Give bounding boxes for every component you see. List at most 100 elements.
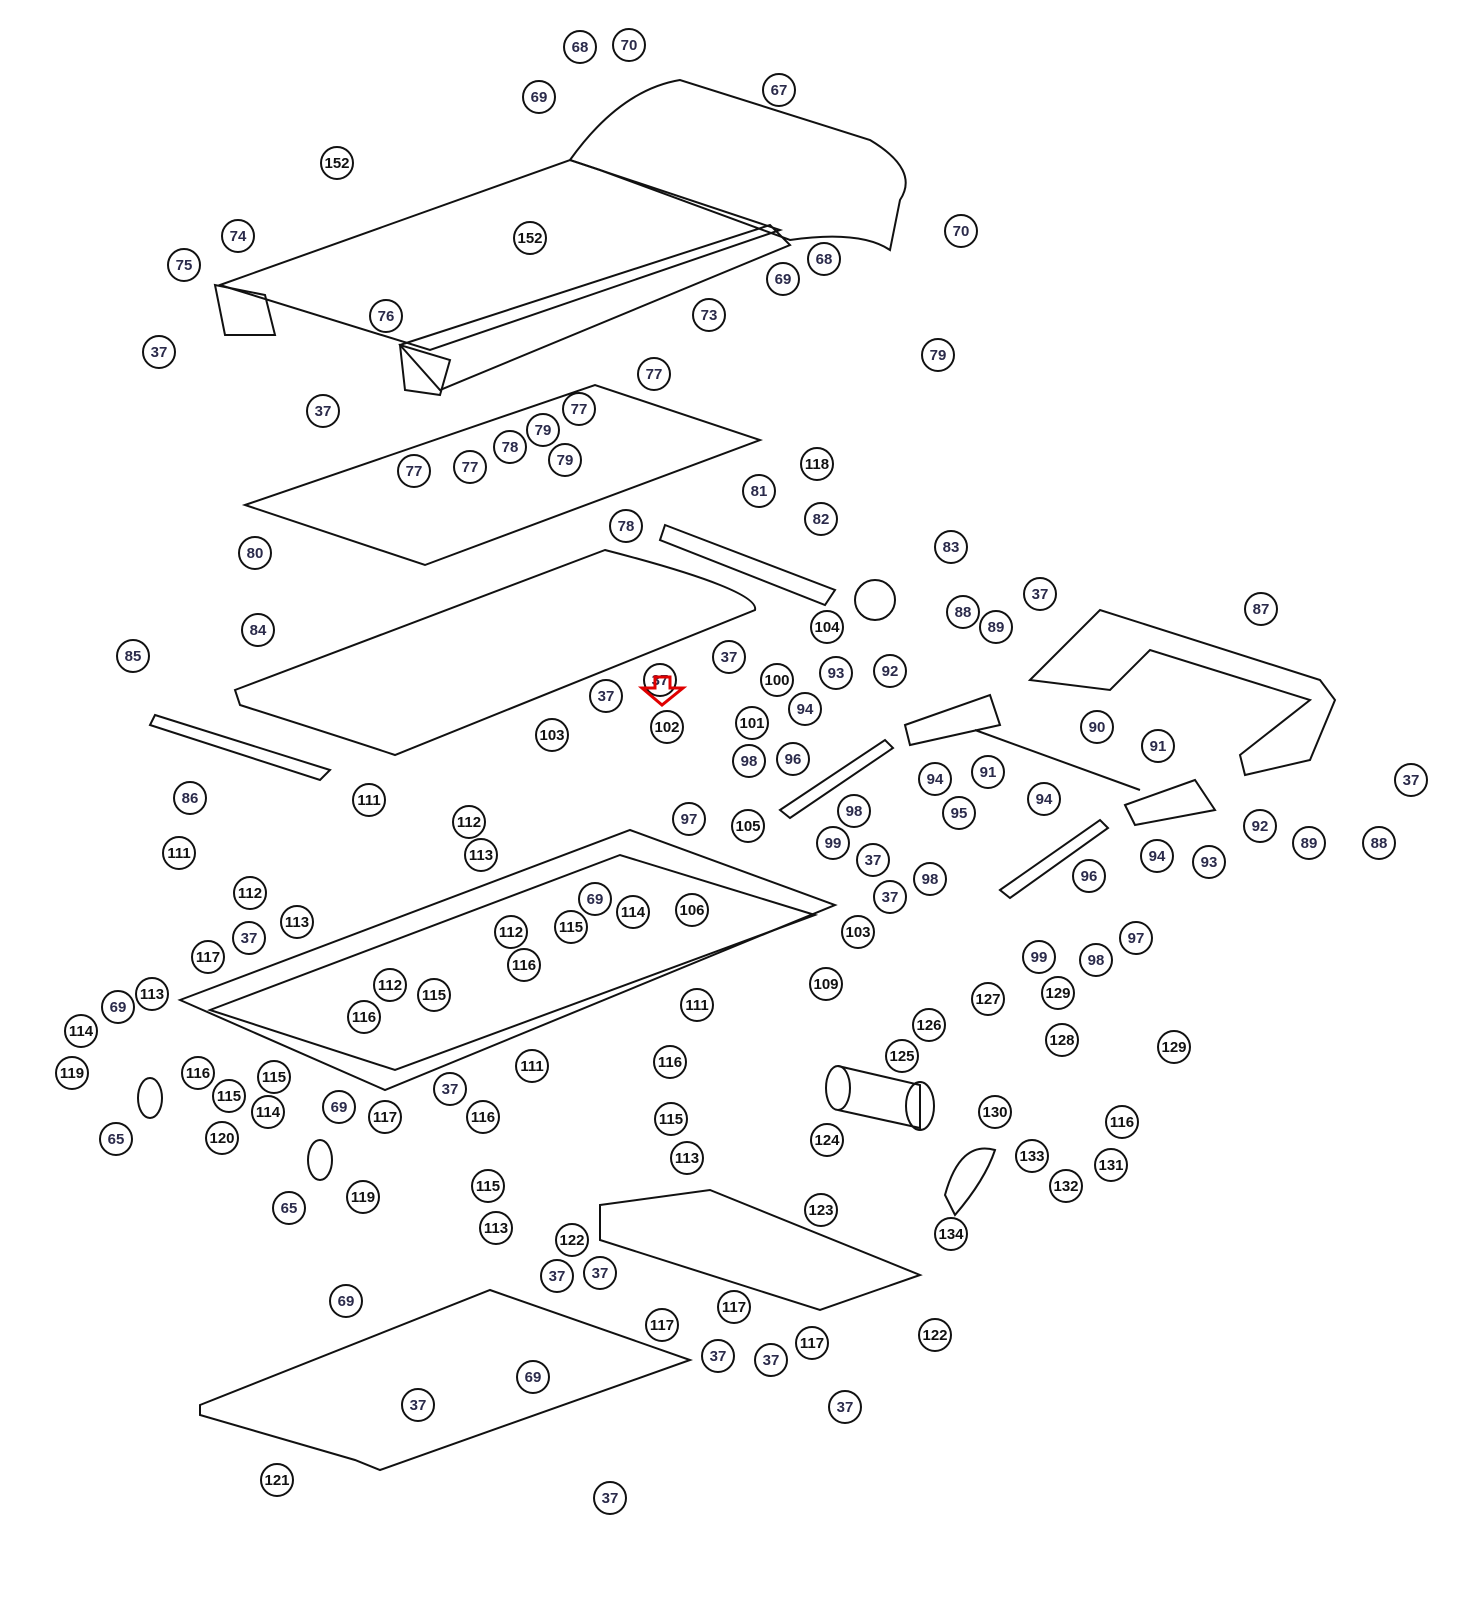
callout-label: 79 — [930, 347, 947, 364]
callout-circle — [452, 805, 486, 839]
callout-116: 116 — [1105, 1105, 1139, 1139]
callout-circle — [322, 1090, 356, 1124]
callout-label: 152 — [517, 230, 542, 247]
callout-69: 69 — [578, 882, 612, 916]
callout-37: 37 — [754, 1343, 788, 1377]
callout-77: 77 — [562, 392, 596, 426]
callout-circle — [555, 1223, 589, 1257]
callout-label: 94 — [927, 771, 944, 788]
callout-circle — [1072, 859, 1106, 893]
callout-circle — [760, 663, 794, 697]
callout-92: 92 — [873, 654, 907, 688]
callout-69: 69 — [766, 262, 800, 296]
callout-77: 77 — [637, 357, 671, 391]
callout-label: 73 — [701, 307, 718, 324]
callout-label: 98 — [922, 871, 939, 888]
callout-circle — [99, 1122, 133, 1156]
callout-circle — [804, 1193, 838, 1227]
callout-label: 103 — [539, 727, 564, 744]
callout-label: 82 — [813, 511, 830, 528]
callout-circle — [654, 1102, 688, 1136]
callout-label: 113 — [675, 1150, 699, 1167]
callout-92: 92 — [1243, 809, 1277, 843]
callout-circle — [515, 1049, 549, 1083]
callout-circle — [978, 1095, 1012, 1129]
callout-113: 113 — [479, 1211, 513, 1245]
callout-label: 116 — [658, 1054, 682, 1071]
callout-label: 115 — [422, 987, 446, 1004]
callout-label: 122 — [922, 1327, 947, 1344]
callout-label: 104 — [814, 619, 840, 636]
callout-129: 129 — [1157, 1030, 1191, 1064]
callout-circle — [675, 893, 709, 927]
callout-96: 96 — [1072, 859, 1106, 893]
callout-label: 96 — [1081, 868, 1098, 885]
callout-98: 98 — [1079, 943, 1113, 977]
callout-circle — [232, 921, 266, 955]
callout-117: 117 — [717, 1290, 751, 1324]
callout-label: 128 — [1049, 1032, 1074, 1049]
callout-37: 37 — [828, 1390, 862, 1424]
callout-label: 90 — [1089, 719, 1106, 736]
callout-circle — [816, 826, 850, 860]
callout-label: 127 — [975, 991, 1000, 1008]
callout-circle — [135, 977, 169, 1011]
callout-circle — [1015, 1139, 1049, 1173]
callout-label: 121 — [264, 1472, 289, 1489]
callout-label: 37 — [241, 930, 258, 947]
callout-circle — [717, 1290, 751, 1324]
callout-122: 122 — [918, 1318, 952, 1352]
callout-122: 122 — [555, 1223, 589, 1257]
callout-126: 126 — [912, 1008, 946, 1042]
callout-circle — [810, 1123, 844, 1157]
callout-label: 125 — [889, 1048, 914, 1065]
callout-label: 65 — [108, 1131, 125, 1148]
callout-circle — [913, 862, 947, 896]
callout-label: 37 — [721, 649, 738, 666]
callout-115: 115 — [554, 910, 588, 944]
motor-cover — [599, 1188, 923, 1312]
callout-circle — [1394, 763, 1428, 797]
callout-label: 118 — [805, 456, 829, 473]
callout-circle — [260, 1463, 294, 1497]
callout-98: 98 — [732, 744, 766, 778]
callout-label: 81 — [751, 483, 768, 500]
callout-115: 115 — [257, 1060, 291, 1094]
callout-label: 113 — [484, 1220, 508, 1237]
callout-131: 131 — [1094, 1148, 1128, 1182]
callout-circle — [526, 413, 560, 447]
callout-circle — [944, 214, 978, 248]
side-rail-right-front — [398, 343, 452, 397]
callout-70: 70 — [612, 28, 646, 62]
callout-115: 115 — [471, 1169, 505, 1203]
callout-circle — [1080, 710, 1114, 744]
callout-37: 37 — [433, 1072, 467, 1106]
callout-94: 94 — [788, 692, 822, 726]
callout-circle — [837, 794, 871, 828]
callout-label: 69 — [587, 891, 604, 908]
callout-37: 37 — [712, 640, 746, 674]
callout-37: 37 — [1394, 763, 1428, 797]
callout-label: 88 — [1371, 835, 1388, 852]
callout-label: 115 — [476, 1178, 500, 1195]
callout-label: 122 — [559, 1232, 584, 1249]
callout-label: 115 — [262, 1069, 286, 1086]
callout-96: 96 — [776, 742, 810, 776]
callout-69: 69 — [516, 1360, 550, 1394]
callout-100: 100 — [760, 663, 794, 697]
callout-label: 70 — [953, 223, 970, 240]
callout-label: 94 — [1036, 791, 1053, 808]
wheel-left — [137, 1077, 163, 1119]
callout-83: 83 — [934, 530, 968, 564]
callout-111: 111 — [680, 988, 714, 1022]
callout-116: 116 — [466, 1100, 500, 1134]
callout-37: 37 — [232, 921, 266, 955]
callout-101: 101 — [735, 706, 769, 740]
main-frame — [177, 828, 838, 1092]
callout-114: 114 — [616, 895, 650, 929]
callout-81: 81 — [742, 474, 776, 508]
callout-circle — [280, 905, 314, 939]
callout-label: 69 — [110, 999, 127, 1016]
callout-circle — [535, 718, 569, 752]
